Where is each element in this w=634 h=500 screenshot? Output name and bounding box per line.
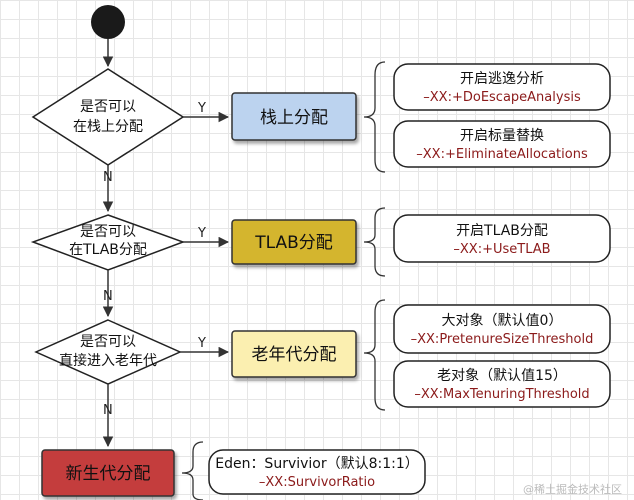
note-tenuring-title: 老对象（默认值15） [437,368,567,384]
note-survivor-ratio [208,449,426,495]
label-yes-tlab: Y [197,226,206,241]
brace-young-notes [181,441,204,500]
action-young-generation-allocation [41,449,175,497]
label-no-old: N [103,403,113,418]
decision-old-line1: 是否可以 [80,334,136,350]
action-old-label: 老年代分配 [252,345,337,365]
action-old-generation-allocation [231,330,357,378]
note-tlab-flag: –XX:+UseTLAB [453,242,550,257]
note-escape-flag: –XX:+DoEscapeAnalysis [423,90,581,105]
label-no-stack: N [103,170,113,185]
brace-stack-notes [363,61,386,173]
decision-tlab-line2: 在TLAB分配 [69,242,147,258]
decision-stack-line1: 是否可以 [80,99,136,115]
decision-diamond-old [34,319,182,385]
note-tenuring-threshold [393,360,611,408]
note-use-tlab [393,214,611,263]
brace-old-notes [363,299,386,411]
start-node [91,5,125,39]
action-stack-label: 栈上分配 [260,108,328,128]
note-tlab-title: 开启TLAB分配 [456,223,548,239]
note-escape-title: 开启逃逸分析 [460,71,544,87]
watermark: @稀土掘金技术社区 [523,482,622,496]
decision-old-line2: 直接进入老年代 [59,352,157,369]
note-scalar-flag: –XX:+EliminateAllocations [416,147,588,162]
note-pretenure-flag: –XX:PretenureSizeThreshold [411,332,594,347]
action-young-label: 新生代分配 [66,464,151,484]
note-escape-analysis [393,63,611,111]
brace-tlab-notes [363,207,386,277]
note-pretenure-title: 大对象（默认值0） [442,313,563,329]
action-tlab-label: TLAB分配 [254,233,333,253]
label-no-tlab: N [103,289,113,304]
decision-tlab-line1: 是否可以 [80,224,136,240]
label-yes-old: Y [197,336,206,351]
decision-diamond-stack [31,68,185,166]
note-survivor-flag: –XX:SurvivorRatio [259,475,375,490]
label-yes-stack: Y [197,101,206,116]
action-stack-allocation [231,92,357,141]
action-tlab-allocation [231,219,357,265]
note-pretenure-threshold [393,304,611,354]
note-tenuring-flag: –XX:MaxTenuringThreshold [414,387,589,402]
note-survivor-title: Eden：Survivior（默认8:1:1） [215,456,419,472]
note-scalar-title: 开启标量替换 [460,127,544,144]
decision-stack-line2: 在栈上分配 [73,119,143,135]
note-scalar-replacement [393,120,611,168]
